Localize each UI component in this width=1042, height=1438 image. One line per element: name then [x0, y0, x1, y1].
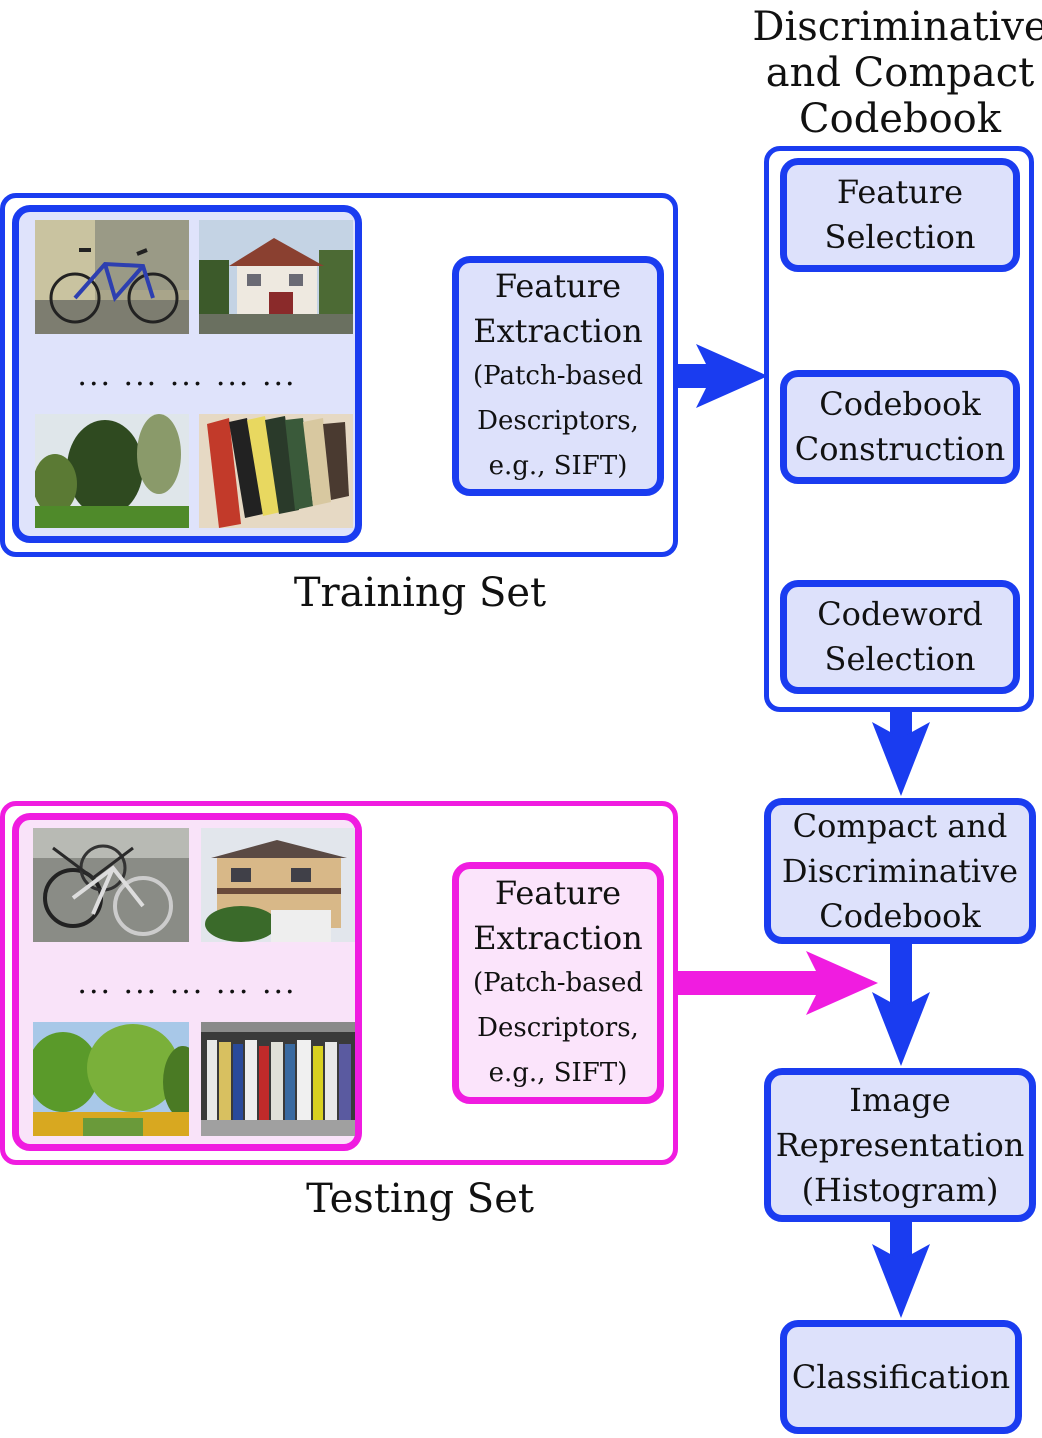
- feature-selection-node: Feature Selection: [780, 158, 1020, 272]
- compact-codebook-line-3: Codebook: [819, 896, 981, 935]
- training-image-books: [199, 414, 353, 528]
- arrow-representation-to-classification: [872, 1220, 930, 1318]
- feature-selection-line-1: Feature: [836, 173, 964, 211]
- training-images-ellipsis: ... ... ... ... ...: [77, 358, 297, 393]
- testing-set-caption: Testing Set: [306, 1176, 534, 1222]
- compact-codebook-line-1: Compact and: [792, 806, 1008, 845]
- codebook-construction-node: Codebook Construction: [780, 370, 1020, 484]
- testing-extraction-sub-3: e.g., SIFT): [488, 1057, 628, 1088]
- training-image-tree: [35, 414, 189, 528]
- training-extraction-sub-2: Descriptors,: [477, 405, 639, 436]
- classification-node: Classification: [780, 1320, 1022, 1434]
- testing-extraction-sub-1: (Patch-based: [472, 967, 644, 998]
- training-set-caption: Training Set: [293, 570, 547, 616]
- feature-selection-line-2: Selection: [824, 218, 976, 256]
- training-images-panel: ... ... ... ... ...: [12, 205, 362, 543]
- training-feature-extraction-node: Feature Extraction (Patch-based Descript…: [452, 256, 664, 496]
- training-extraction-sub-3: e.g., SIFT): [488, 450, 628, 481]
- codeword-selection-line-2: Selection: [824, 640, 976, 678]
- codebook-construction-line-2: Construction: [794, 430, 1006, 468]
- arrow-compact-to-representation: [872, 940, 930, 1066]
- codebook-title-line-3: Codebook: [799, 96, 1001, 142]
- codebook-title-line-1: Discriminative: [752, 4, 1042, 50]
- image-representation-line-1: Image: [849, 1080, 951, 1119]
- compact-codebook-node: Compact and Discriminative Codebook: [764, 798, 1036, 944]
- testing-image-bookshelf: [201, 1022, 355, 1136]
- training-extraction-line-2: Extraction: [473, 311, 643, 350]
- image-representation-line-2: Representation: [775, 1125, 1025, 1164]
- testing-extraction-line-1: Feature: [494, 873, 622, 912]
- image-representation-line-3: (Histogram): [801, 1170, 999, 1209]
- image-representation-node: Image Representation (Histogram): [764, 1068, 1036, 1222]
- codebook-construction-line-1: Codebook: [819, 385, 981, 423]
- testing-images-panel: ... ... ... ... ...: [12, 813, 362, 1151]
- compact-codebook-line-2: Discriminative: [781, 851, 1019, 890]
- testing-feature-extraction-node: Feature Extraction (Patch-based Descript…: [452, 862, 664, 1104]
- codeword-selection-node: Codeword Selection: [780, 580, 1020, 694]
- codeword-selection-line-1: Codeword: [817, 595, 983, 633]
- testing-extraction-line-2: Extraction: [473, 918, 643, 957]
- testing-extraction-sub-2: Descriptors,: [477, 1012, 639, 1043]
- training-image-bicycle: [35, 220, 189, 334]
- training-extraction-sub-1: (Patch-based: [472, 360, 644, 391]
- training-image-house: [199, 220, 353, 334]
- testing-image-park: [33, 1022, 189, 1136]
- codebook-group-title: Discriminative and Compact Codebook: [740, 4, 1042, 142]
- testing-image-house: [201, 828, 355, 942]
- training-extraction-line-1: Feature: [494, 266, 622, 305]
- testing-images-ellipsis: ... ... ... ... ...: [77, 966, 297, 1001]
- arrow-test-extraction-to-representation: [662, 951, 878, 1015]
- codebook-title-line-2: and Compact: [765, 50, 1035, 96]
- testing-image-bicycles: [33, 828, 189, 942]
- classification-label: Classification: [791, 1357, 1011, 1396]
